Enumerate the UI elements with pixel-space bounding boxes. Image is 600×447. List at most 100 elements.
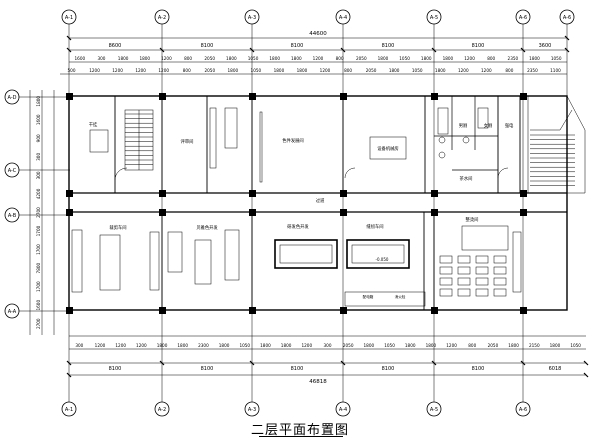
top-dimensions [60,35,570,75]
dimension-text: 300 [324,343,332,348]
dimension-text: 1050 [412,68,423,73]
dimension-text: 1800 [508,343,519,348]
dimension-text: 1800 [226,56,237,61]
room-label: 茶水间 [460,175,473,182]
dimension-text: 2350 [508,56,519,61]
dimension-text: 8100 [291,366,304,372]
axis-label: A-A [8,309,17,315]
toilet-row [477,107,489,129]
rack [167,231,183,273]
dimension-text: 2050 [204,56,215,61]
table [279,244,333,264]
axis-label: A-B [8,213,17,219]
bottom-axis-labels: A-1 A-2 A-3 A-4 A-5 A-6 [65,407,527,413]
room-label: 过道 [316,197,325,204]
dimension-text: 800 [344,68,352,73]
dimension-text: 8100 [201,366,214,372]
bottom-dimensions [66,335,589,378]
room-labels: 干挂 评审间 色件发展间 设备机械房 男厕 女厕 强电 茶水间 过道 裁剪车间 … [89,121,514,299]
table [346,239,410,269]
dimension-text: 1700 [36,281,41,292]
dimension-text: 2050 [356,56,367,61]
dimension-text: 2050 [343,343,354,348]
dimension-text: 1200 [464,56,475,61]
dimension-text: 300 [36,153,41,161]
cutting-table [99,234,121,291]
dimension-text: 800 [487,56,495,61]
dimension-text: 1800 [443,56,454,61]
room-label: 色件发展间 [282,137,303,144]
bottom-axis-bubbles [61,401,531,417]
dimension-text: 1200 [458,68,469,73]
axis-label: A-2 [158,407,166,413]
table [274,239,338,269]
axis-label: A-3 [248,15,256,21]
dimension-text: 1800 [219,343,230,348]
dimension-text: 1700 [36,225,41,236]
dimension-text: 1800 [550,343,561,348]
dimension-text: 8100 [382,43,395,49]
dimension-text: 1200 [320,68,331,73]
sewing-table [475,277,489,286]
dimension-text: 900 [36,134,41,142]
dimension-text: 1200 [136,343,147,348]
dimension-text: 1050 [551,56,562,61]
dimension-text: 1800 [139,56,150,61]
dimension-text: 1050 [251,68,262,73]
sewing-table [493,288,507,297]
dimension-text: 1800 [405,343,416,348]
structural-columns [66,93,527,314]
sewing-table [439,288,453,297]
left-dimensions [29,90,55,335]
dimension-text: 2050 [204,68,215,73]
axis-label: A-D [8,95,17,101]
sewing-table [439,277,453,286]
axis-label: A-4 [339,15,347,21]
dimension-text: 1200 [112,68,123,73]
dimension-text: 8100 [201,43,214,49]
room-label: 裁剪车间 [109,224,126,231]
left-stair [124,109,154,171]
right-stair [527,95,586,194]
room-label: 消火栓 [395,294,406,299]
left-detail-dimensions: 1800160090030030042002700170017007800170… [36,96,41,329]
dimension-text: 1800 [269,56,280,61]
sewing-table [475,255,489,264]
dimension-text: 8100 [472,366,485,372]
dimension-text: 1600 [36,114,41,125]
dimension-text: 1800 [378,56,389,61]
dimension-text: 1800 [118,56,129,61]
dimension-text: 8100 [472,43,485,49]
dimension-text: 1800 [291,56,302,61]
sewing-table [493,255,507,264]
sewing-table [457,277,471,286]
room-label: -0.050 [376,257,389,262]
table [351,244,405,264]
outer-wall [68,95,568,311]
dimension-text: 1700 [36,244,41,255]
dimension-text: 8100 [291,43,304,49]
sewing-table [457,288,471,297]
dimension-text: 1200 [313,56,324,61]
room-label: 配电箱 [363,294,374,299]
dimension-text: 1200 [481,68,492,73]
dimension-text: 1800 [274,68,285,73]
sewing-table [493,277,507,286]
dimension-text: 1200 [301,343,312,348]
dimension-text: 1050 [248,56,259,61]
dimension-text: 1800 [36,96,41,107]
dimension-text: 300 [36,171,41,179]
dimension-text: 1800 [364,343,375,348]
dimension-text: 1050 [239,343,250,348]
rack [149,231,160,291]
bottom-bay-dimensions: 8100 8100 8100 8100 8100 6018 [109,366,562,372]
dimension-text: 300 [75,343,83,348]
dimension-text: 8100 [109,366,122,372]
dimension-text: 7800 [36,262,41,273]
sewing-table [457,255,471,264]
dimension-text: 1600 [74,56,85,61]
